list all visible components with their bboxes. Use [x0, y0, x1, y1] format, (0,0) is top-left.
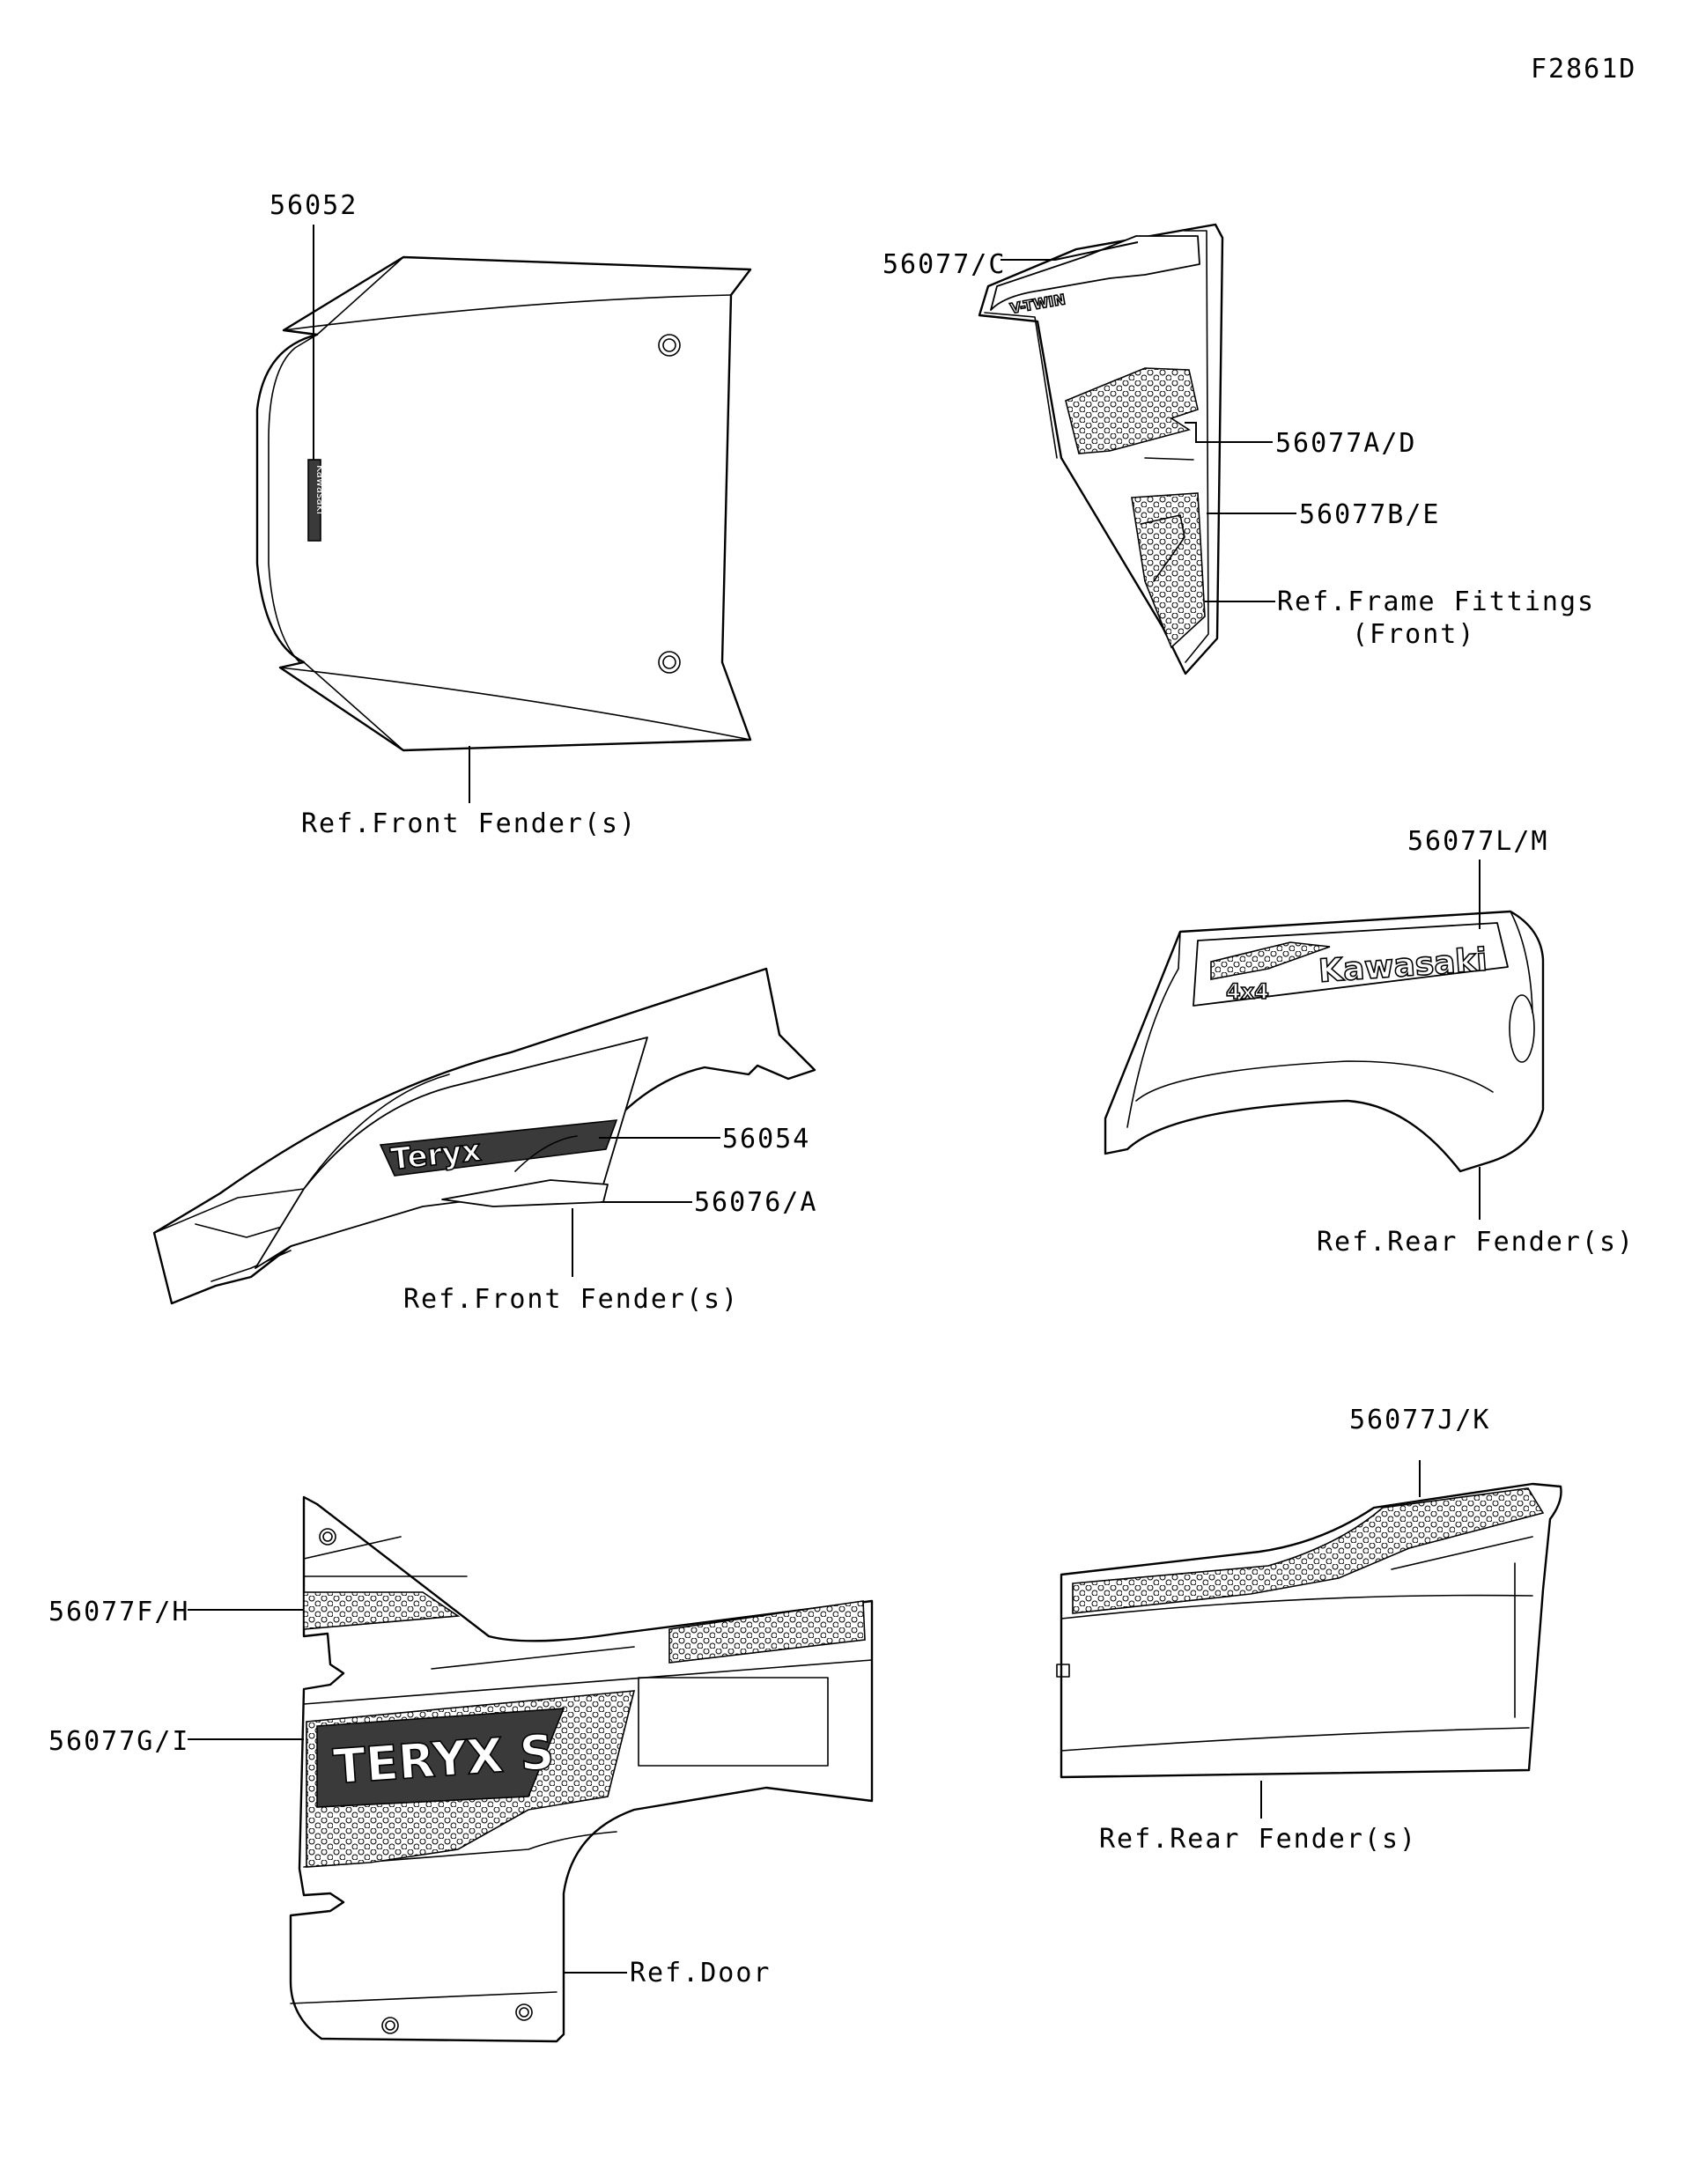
callout-ref-rear-fender-2: Ref.Rear Fender(s) [1099, 1824, 1417, 1855]
callout-56077be: 56077B/E [1299, 499, 1441, 530]
callout-56077gi: 56077G/I [48, 1726, 190, 1757]
figure-code: F2861D [1531, 54, 1636, 85]
door-part: TERYX S [289, 1495, 874, 2043]
front-fender-side-part: Teryx [152, 967, 816, 1305]
callout-56076a: 56076/A [694, 1187, 817, 1218]
callout-56077lm: 56077L/M [1407, 826, 1549, 857]
hood-badge-text: Kawasaki [314, 465, 327, 514]
leader-56077ad [1185, 422, 1273, 443]
callout-56054: 56054 [722, 1124, 810, 1155]
leader-56077c [1001, 241, 1139, 261]
callout-ref-front-fender-1: Ref.Front Fender(s) [301, 808, 637, 839]
frame-fitting-front-part: V-TWIN [978, 223, 1224, 675]
rear-fender-lower-part [1056, 1482, 1562, 1779]
callout-56077c: 56077/C [882, 249, 1006, 280]
callout-56077ad: 56077A/D [1275, 428, 1417, 459]
callout-56052: 56052 [270, 190, 358, 221]
callout-ref-frame-1: Ref.Frame Fittings [1277, 587, 1595, 617]
callout-ref-front-fender-2: Ref.Front Fender(s) [403, 1284, 739, 1315]
four-by-four-logo: 4x4 [1226, 979, 1269, 1004]
callout-ref-rear-fender-1: Ref.Rear Fender(s) [1317, 1227, 1635, 1258]
callout-56077fh: 56077F/H [48, 1597, 190, 1627]
callout-ref-frame-2: (Front) [1352, 619, 1475, 650]
hood-badge-decal: Kawasaki [307, 459, 327, 542]
rear-fender-4x4-part: Kawasaki 4x4 [1104, 910, 1545, 1173]
callout-56077jk: 56077J/K [1349, 1405, 1491, 1435]
hood-part [255, 255, 752, 752]
callout-ref-door: Ref.Door [630, 1958, 772, 1988]
